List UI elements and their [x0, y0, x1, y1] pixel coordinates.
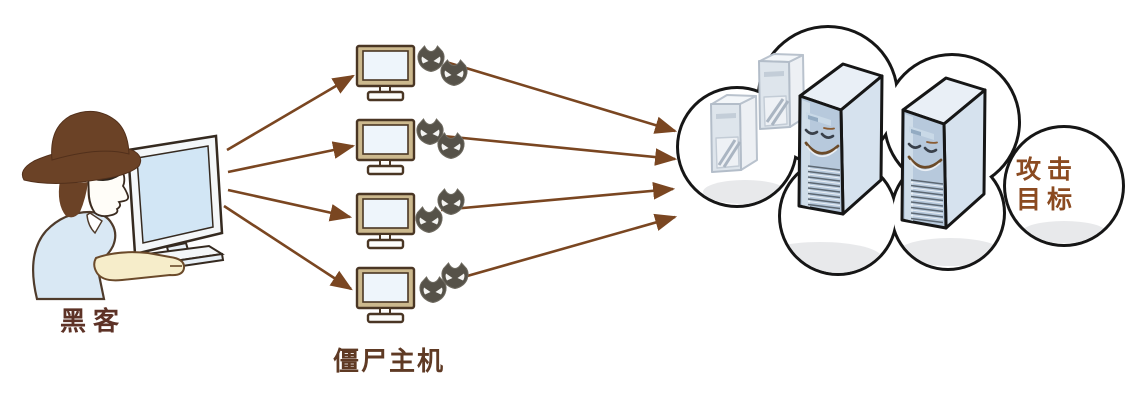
zombie-host-3: [355, 188, 465, 250]
server-sad-eyes: [804, 128, 835, 139]
hacker-monitor-icon: [126, 134, 225, 271]
attack-arrow-2: [442, 134, 678, 166]
attack-arrow-3: [440, 181, 676, 212]
small-server-icon-2: [758, 53, 805, 130]
hacker-collar: [86, 212, 103, 235]
bug-icon: [415, 206, 443, 233]
attack-arrows: [440, 60, 678, 284]
command-arrow-3: [227, 188, 353, 222]
server-vents: [807, 165, 841, 210]
hacker-figure: [21, 110, 225, 301]
zombie-monitor-icon: [355, 192, 416, 250]
server-eyebrow: [926, 141, 938, 144]
zombie-hosts-label: 僵尸主机: [333, 346, 446, 376]
server-icon-1: [797, 62, 884, 216]
hacker-arm: [93, 251, 186, 282]
attack-target-label: 攻击 目标: [1012, 155, 1082, 215]
server-sad-eyes: [907, 142, 938, 153]
bug-icon: [419, 276, 447, 303]
hacker-label: 黑客: [60, 306, 127, 336]
target-cloud: [676, 25, 1125, 276]
command-arrow-4: [223, 204, 353, 291]
server-frown: [804, 141, 840, 155]
server-eyebrow: [823, 127, 835, 130]
server-frown: [907, 155, 943, 169]
small-server-icon-1: [710, 94, 758, 173]
command-arrow-2: [227, 141, 356, 174]
command-arrows: [223, 74, 356, 291]
zombie-monitor-icon: [355, 266, 416, 324]
attack-target-label-line1: 攻击: [1015, 156, 1078, 184]
hacker-hat-icon: [21, 110, 142, 184]
zombie-hosts: [355, 44, 469, 324]
command-arrow-1: [226, 74, 355, 152]
attack-arrow-4: [445, 213, 678, 284]
zombie-host-1: [355, 44, 468, 102]
bug-icon: [417, 45, 445, 72]
server-icon-2: [900, 76, 987, 230]
zombie-monitor-icon: [355, 118, 416, 176]
attack-arrow-1: [445, 60, 678, 134]
zombie-host-2: [355, 118, 465, 176]
zombie-monitor-icon: [355, 44, 416, 102]
attack-target-label-line2: 目标: [1015, 186, 1078, 214]
zombie-host-4: [355, 262, 469, 324]
server-vents: [910, 179, 944, 224]
